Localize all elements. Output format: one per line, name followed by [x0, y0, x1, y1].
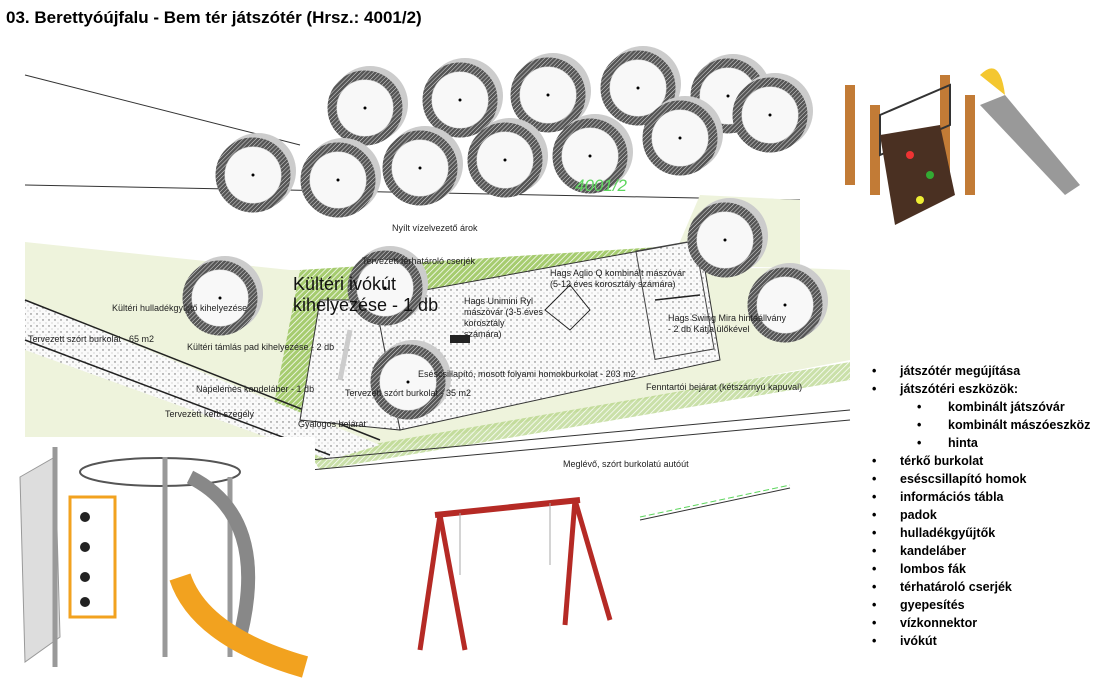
tree-icon: [642, 96, 723, 176]
label-maintenance-entrance: Fenntartói bejárat (kétszárnyú kapuval): [646, 382, 803, 392]
tree-icon: [347, 246, 428, 326]
tree-icon: [370, 340, 451, 420]
feature-subitem: hinta: [872, 434, 1014, 452]
feature-item: információs tábla: [872, 488, 1014, 506]
feature-item: gyepesítés: [872, 596, 1014, 614]
gravel-path: [25, 300, 380, 460]
feature-item: esésc­sillapító homok: [872, 470, 1026, 488]
label-bench: Kültéri támlás pad kihelyezése - 2 db: [187, 342, 335, 352]
feature-item: térkő burkolat: [872, 452, 1014, 470]
feature-item: kandeláber: [872, 542, 1014, 560]
tree-icon: [600, 46, 681, 126]
label-edge: Tervezett kerti szegély: [165, 409, 255, 419]
feature-item: játszótér megújítása: [872, 362, 1020, 380]
label-sand: Eséscsillapító, mosott folyami homokburk…: [418, 369, 636, 379]
tree-icon: [687, 198, 768, 278]
tree-icon: [422, 58, 503, 138]
tree-icon: [382, 126, 463, 206]
feature-item: ivókút: [872, 632, 1014, 650]
label-gravel-65: Tervezett szórt burkolat - 65 m2: [28, 334, 155, 344]
feature-list: játszótér megújítása játszótéri eszközök…: [872, 362, 1090, 650]
feature-item: lombos fák: [872, 560, 1014, 578]
label-combo-climber: Hags Aglio Q kombinált mászóvár (5-12 év…: [550, 268, 686, 289]
label-swing: Hags Swing Mira hintaállvány - 2 db Katj…: [668, 313, 787, 334]
tree-icon: [215, 133, 296, 213]
label-lamp: Napelemes kandeláber - 1 db: [196, 384, 315, 394]
page-title: 03. Berettyóújfalu - Bem tér játszótér (…: [6, 8, 422, 27]
feature-subitem: kombinált játszóvár: [872, 398, 1065, 416]
swing-photo: [417, 497, 613, 651]
combo-climber-photo: [0, 437, 315, 681]
tree-icons: [182, 46, 828, 420]
play-tower-photo: [845, 68, 1080, 225]
feature-item: padok: [872, 506, 1014, 524]
label-road: Meglévő, szórt burkolatú autóút: [563, 459, 689, 469]
parcel-number: 4001/2: [575, 176, 627, 195]
feature-item: vízkonnektor: [872, 614, 1014, 632]
feature-item: játszótéri eszközök:: [872, 380, 1018, 398]
tree-icon: [467, 118, 548, 198]
feature-item: hulladékgyűjtők: [872, 524, 1014, 542]
tree-icon: [182, 256, 263, 336]
tree-icon: [732, 73, 813, 153]
label-waste-bin: Kültéri hulladékgyűjtő kihelyezése: [112, 303, 248, 313]
feature-item: térhatároló cserjék: [872, 578, 1014, 596]
label-gravel-35: Tervezett szórt burkolat - 35 m2: [345, 388, 472, 398]
tree-icon: [300, 138, 381, 218]
label-ditch: Nyílt vízelvezető árok: [392, 223, 478, 233]
label-mini-climber: Hags Unimini Ryl mászóvár (3-5 éves koro…: [464, 296, 544, 339]
tree-icon: [552, 114, 633, 194]
tree-icon: [510, 53, 591, 133]
label-shrubs: Tervezett térhatároló cserjék: [362, 256, 476, 266]
tree-icon: [327, 66, 408, 146]
label-drinking-fountain: Kültéri ivókút kihelyezése - 1 db: [293, 274, 439, 315]
tree-icon: [747, 263, 828, 343]
label-pedestrian-entrance: Gyalogos bejárat: [298, 419, 367, 429]
feature-subitem: kombinált mászóeszköz: [872, 416, 1090, 434]
